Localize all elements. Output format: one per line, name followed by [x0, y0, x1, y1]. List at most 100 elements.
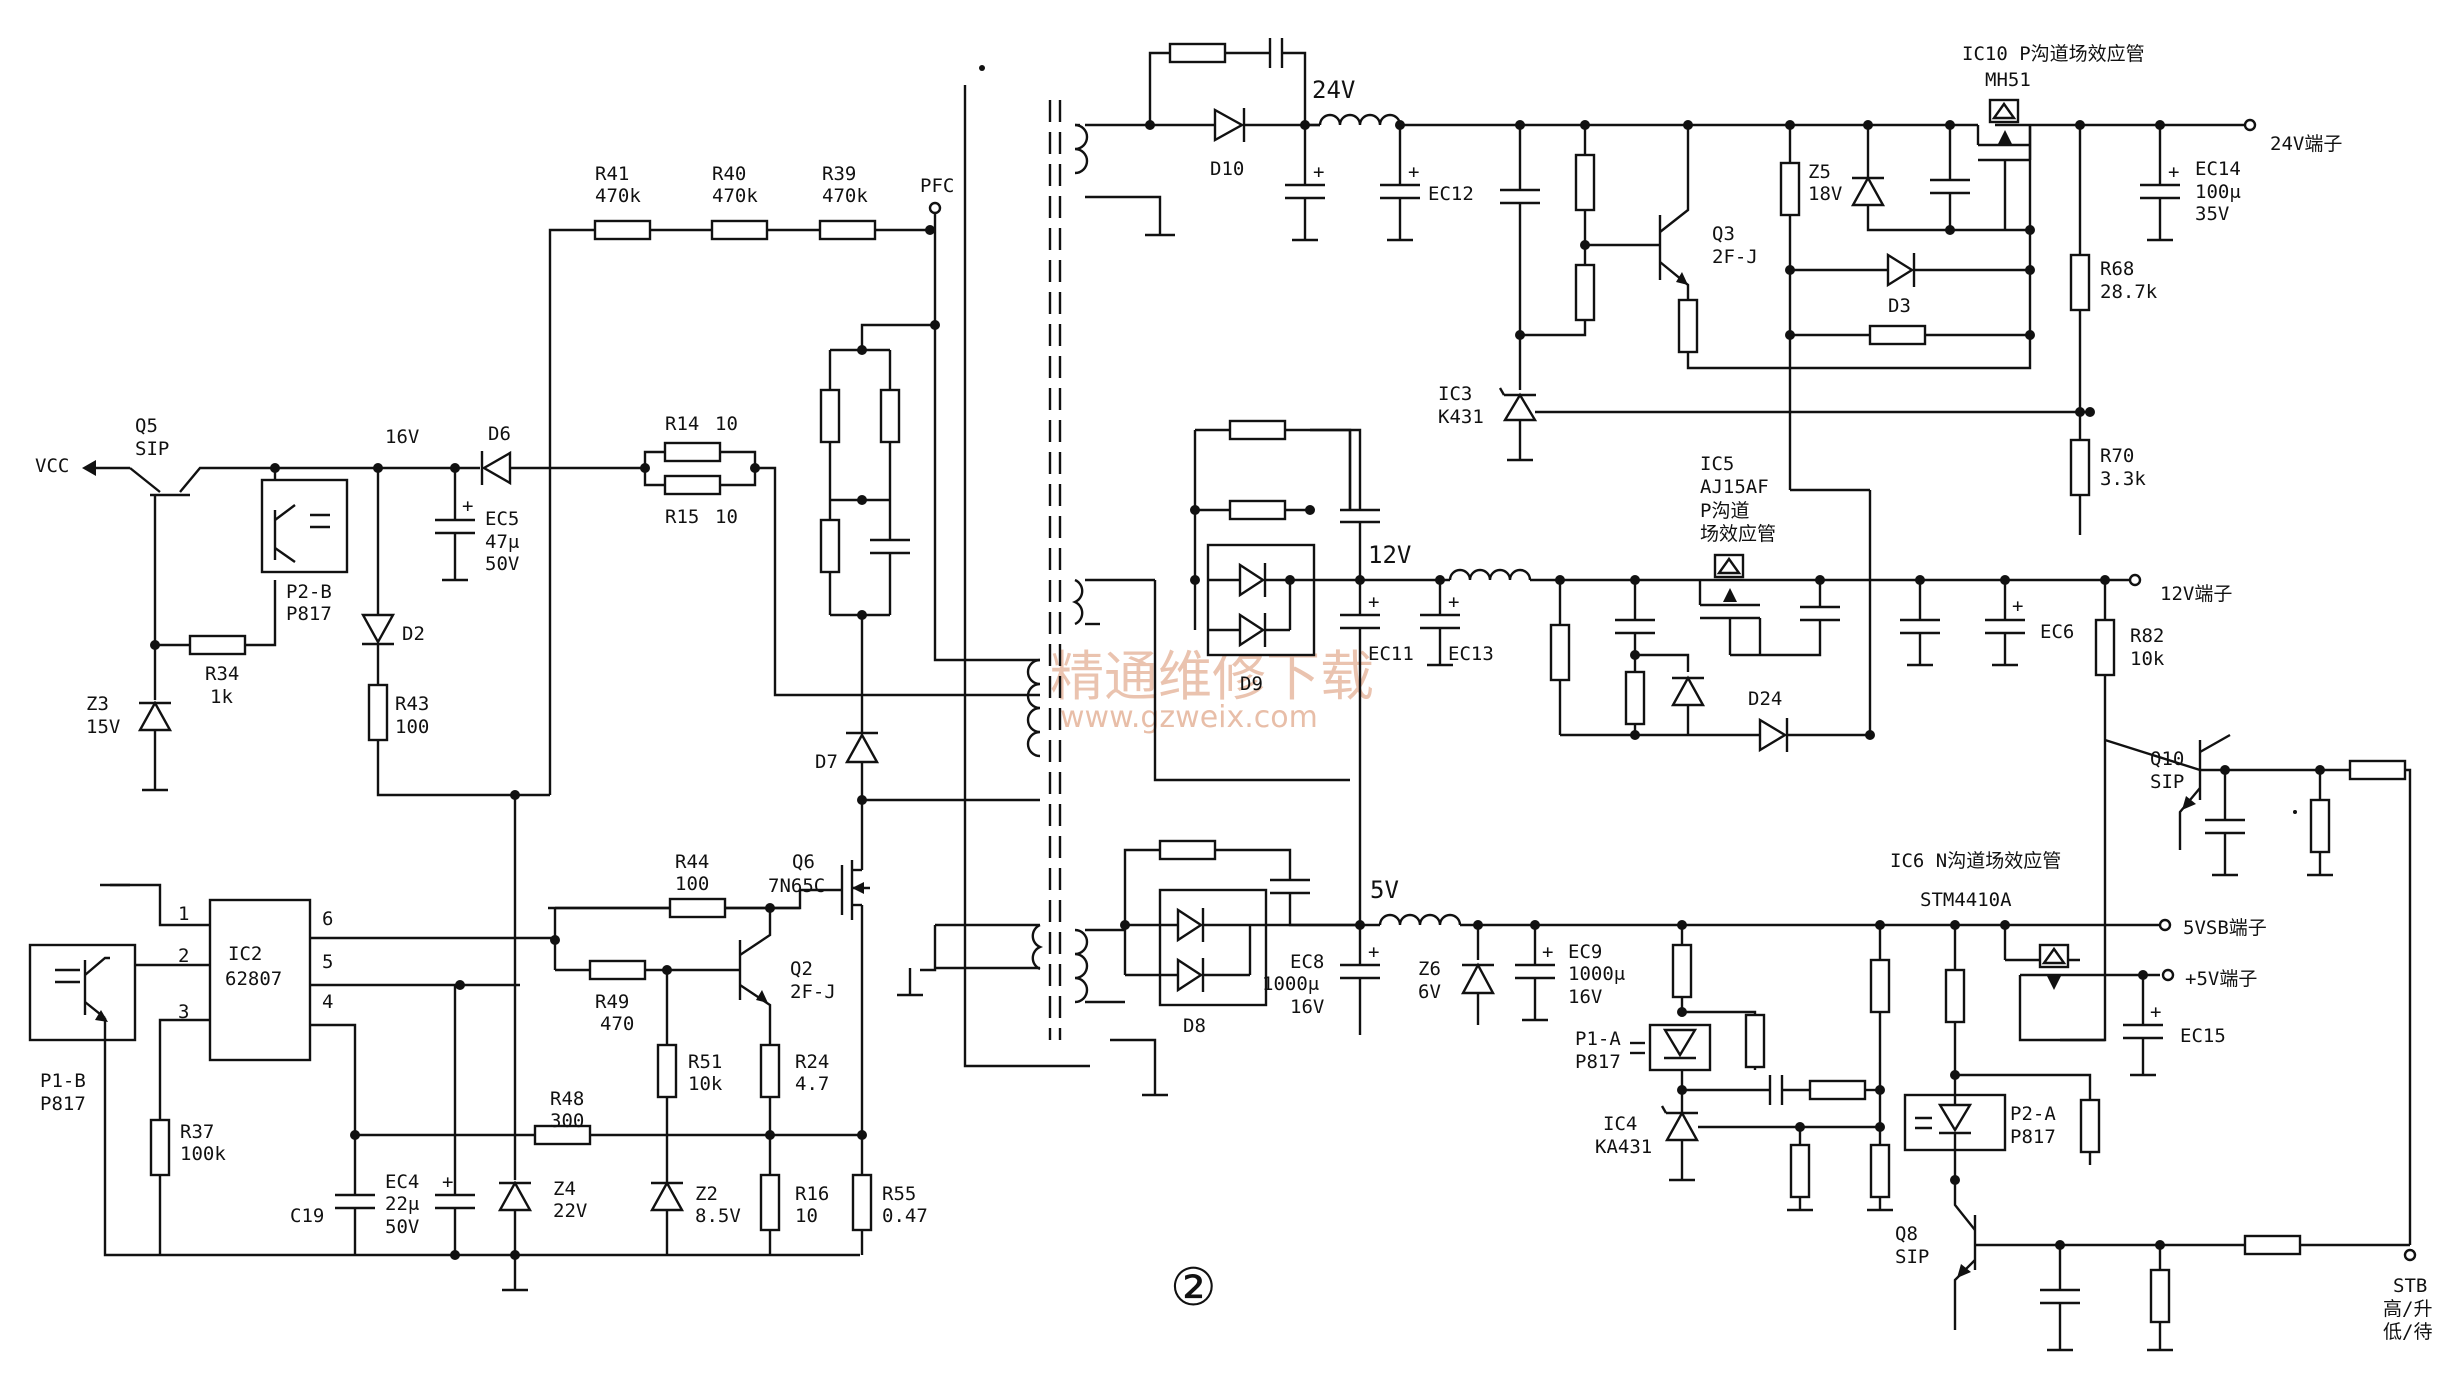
ic2-pin6: 6	[322, 908, 333, 930]
r43-value: 100	[395, 716, 429, 738]
r15-label: R15	[665, 506, 699, 528]
r49-label: R49	[595, 991, 629, 1013]
r55-label: R55	[882, 1183, 916, 1205]
q10-label: Q10	[2150, 748, 2184, 770]
ec13-label: EC13	[1448, 643, 1494, 665]
z5-value: 18V	[1808, 183, 1842, 205]
p1b-type: P817	[40, 1093, 86, 1115]
r16-value: 10	[795, 1205, 818, 1227]
ic5-desc2: 场效应管	[1700, 523, 1776, 545]
p1a-label: P1-A	[1575, 1028, 1621, 1050]
out24-label: 24V端子	[2270, 133, 2342, 155]
q2-label: Q2	[790, 958, 813, 980]
ec14-value1: 100μ	[2195, 181, 2241, 203]
svg-text:+: +	[2168, 161, 2179, 183]
svg-text:+: +	[2012, 595, 2023, 617]
ec5-label: EC5	[485, 508, 519, 530]
out5v-label: +5V端子	[2185, 968, 2257, 990]
pfc-label: PFC	[920, 175, 954, 197]
q6-label: Q6	[792, 851, 815, 873]
r51-label: R51	[688, 1051, 722, 1073]
v12-label: 12V	[1368, 541, 1411, 569]
r37-label: R37	[180, 1121, 214, 1143]
svg-text:+: +	[1448, 591, 1459, 613]
ec15-label: EC15	[2180, 1025, 2226, 1047]
v5-label: 5V	[1370, 876, 1399, 904]
r48-label: R48	[550, 1088, 584, 1110]
d6-label: D6	[488, 423, 511, 445]
r34-label: R34	[205, 663, 239, 685]
vcc-label: VCC	[35, 455, 69, 477]
transformer	[963, 65, 1090, 1068]
ec5-value1: 47μ	[485, 531, 519, 553]
z6-label: Z6	[1418, 958, 1441, 980]
r51-value: 10k	[688, 1073, 723, 1095]
ec12-label: EC12	[1428, 183, 1474, 205]
ec11-label: EC11	[1368, 643, 1414, 665]
r44-label: R44	[675, 851, 709, 873]
d10-label: D10	[1210, 158, 1244, 180]
z6-value: 6V	[1418, 981, 1441, 1003]
ec8-value2: 16V	[1290, 996, 1324, 1018]
ec4-label: EC4	[385, 1171, 419, 1193]
p2b-label: P2-B	[286, 581, 332, 603]
r44-value: 100	[675, 873, 709, 895]
stm-label: STM4410A	[1920, 889, 2012, 911]
r39-value: 470k	[822, 185, 868, 207]
d3-label: D3	[1888, 295, 1911, 317]
ec4-value2: 50V	[385, 1216, 419, 1238]
ic3-type: K431	[1438, 406, 1484, 428]
r70-value: 3.3k	[2100, 468, 2146, 490]
r40-label: R40	[712, 163, 746, 185]
ic5-type: AJ15AF	[1700, 476, 1769, 498]
d9-label: D9	[1240, 673, 1263, 695]
secondary-24v: D10 + 24V + EC12 Q3 2F-J	[1075, 38, 2342, 735]
r24-value: 4.7	[795, 1073, 829, 1095]
d2-label: D2	[402, 623, 425, 645]
z4-value: 22V	[553, 1200, 587, 1222]
p2a-type: P817	[2010, 1126, 2056, 1148]
stb-low-label: 低/待	[2383, 1321, 2432, 1343]
ic5-label: IC5	[1700, 453, 1734, 475]
r14-value: 10	[715, 413, 738, 435]
z2-label: Z2	[695, 1183, 718, 1205]
svg-text:+: +	[1313, 161, 1324, 183]
z5-label: Z5	[1808, 161, 1831, 183]
c19-label: C19	[290, 1205, 324, 1227]
r55-value: 0.47	[882, 1205, 928, 1227]
q8-type: SIP	[1895, 1246, 1929, 1268]
svg-text:+: +	[442, 1171, 453, 1193]
q5-label: Q5	[135, 415, 158, 437]
r68-value: 28.7k	[2100, 281, 2158, 303]
stb-high-label: 高/升	[2383, 1298, 2432, 1320]
z3-label: Z3	[86, 693, 109, 715]
ec5-value2: 50V	[485, 553, 519, 575]
ic3-label: IC3	[1438, 383, 1472, 405]
d24-label: D24	[1748, 688, 1782, 710]
r41-value: 470k	[595, 185, 641, 207]
ec9-value1: 1000μ	[1568, 963, 1625, 985]
ec8-value1: 1000μ	[1262, 973, 1319, 995]
p2b-type: P817	[286, 603, 332, 625]
r48-value: 300	[550, 1110, 584, 1132]
svg-text:+: +	[1368, 941, 1379, 963]
q3-label: Q3	[1712, 223, 1735, 245]
secondary-5v: D8 5V + EC8 1000μ 16V 5VSB端子 Z6 6V + EC9…	[1085, 780, 2432, 1352]
ic6-label: IC6 N沟道场效应管	[1890, 850, 2061, 872]
svg-text:+: +	[2150, 1001, 2161, 1023]
r14-label: R14	[665, 413, 699, 435]
z4-label: Z4	[553, 1178, 576, 1200]
ic2-type: 62807	[225, 968, 282, 990]
r70-label: R70	[2100, 445, 2134, 467]
p2a-label: P2-A	[2010, 1103, 2056, 1125]
svg-text:+: +	[1542, 941, 1553, 963]
ec14-label: EC14	[2195, 158, 2241, 180]
ic2-pin3: 3	[178, 1001, 189, 1023]
ec9-value2: 16V	[1568, 986, 1602, 1008]
r34-value: 1k	[210, 686, 233, 708]
figure-number: ②	[1170, 1258, 1217, 1318]
ic2-pin1: 1	[178, 903, 189, 925]
r40-value: 470k	[712, 185, 758, 207]
r68-label: R68	[2100, 258, 2134, 280]
ic2-label: IC2	[228, 943, 262, 965]
